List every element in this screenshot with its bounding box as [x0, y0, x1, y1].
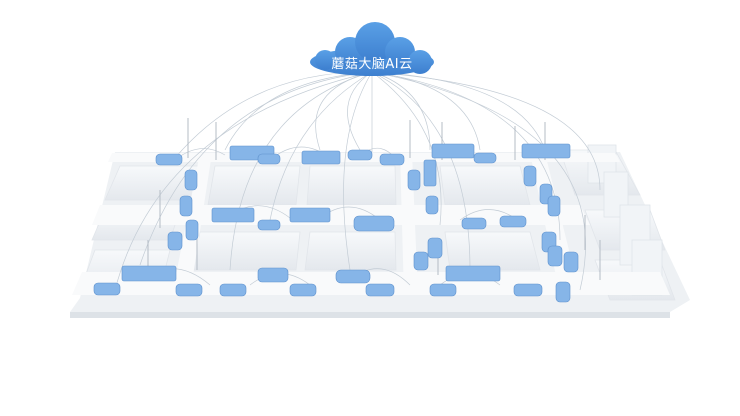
car — [335, 269, 371, 284]
car — [547, 245, 563, 267]
car — [547, 195, 561, 217]
bus — [445, 265, 501, 282]
bus — [431, 143, 475, 159]
cloud-icon — [310, 22, 434, 76]
car — [289, 283, 317, 297]
bus — [301, 150, 341, 165]
car — [184, 169, 198, 191]
bus — [211, 207, 255, 223]
car — [429, 283, 457, 297]
car — [93, 282, 121, 296]
car — [427, 237, 443, 259]
car — [219, 283, 247, 297]
bus — [121, 265, 177, 282]
car — [499, 215, 527, 228]
bus — [423, 159, 437, 187]
car — [461, 217, 487, 230]
car — [473, 152, 497, 164]
car — [185, 219, 199, 241]
car — [179, 195, 193, 217]
car — [175, 283, 203, 297]
cloud-label: 蘑菇大脑AI云 — [331, 57, 413, 72]
car — [257, 219, 281, 231]
car — [155, 153, 183, 166]
car — [563, 251, 579, 273]
car — [413, 251, 429, 271]
bus — [289, 207, 331, 223]
car — [513, 283, 543, 297]
car — [347, 149, 373, 161]
car — [379, 153, 405, 166]
car — [407, 169, 421, 191]
car — [365, 283, 395, 297]
bus — [521, 143, 571, 159]
car — [257, 267, 289, 283]
car — [425, 195, 439, 215]
car — [257, 153, 281, 165]
right-buildings — [587, 144, 663, 296]
car — [555, 281, 571, 303]
car — [353, 215, 395, 232]
vehicles — [93, 143, 579, 303]
car — [523, 165, 537, 187]
car — [167, 231, 183, 251]
